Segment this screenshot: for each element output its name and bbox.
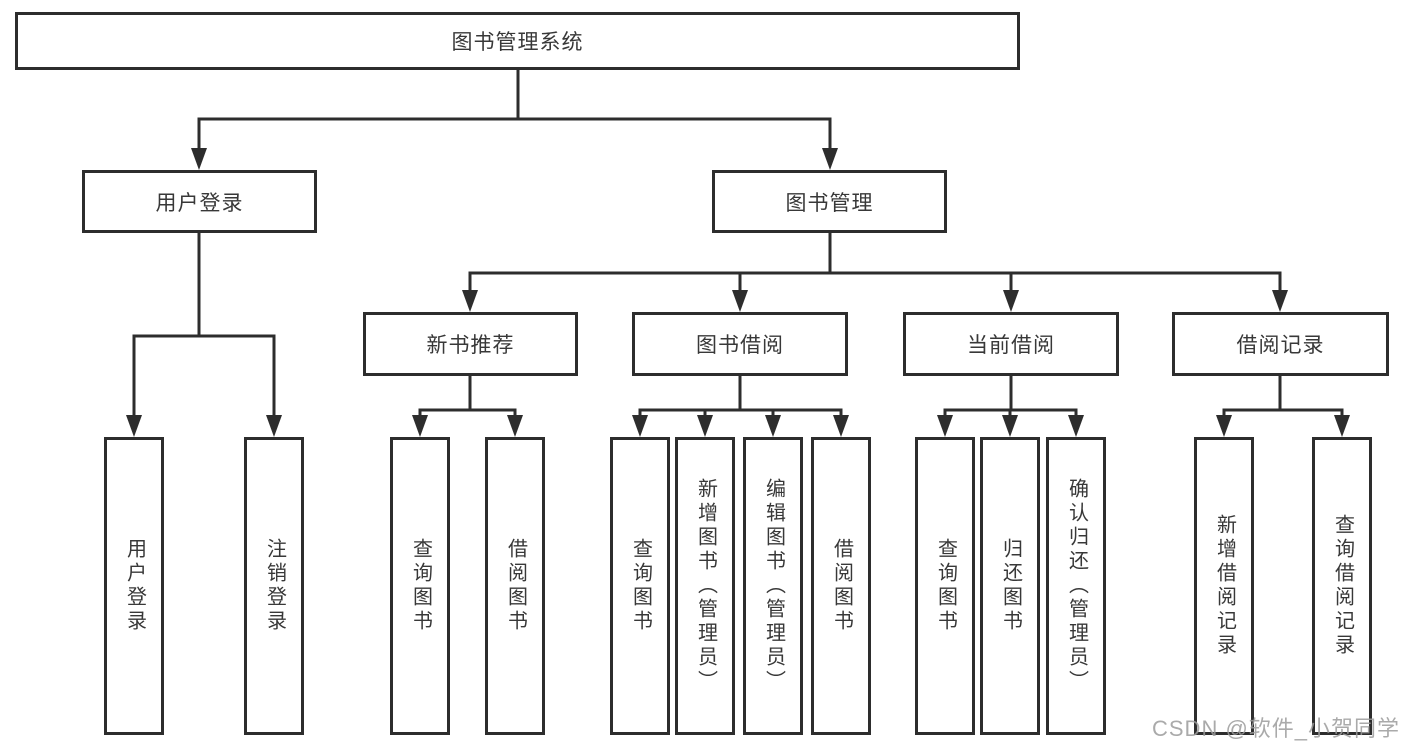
node-leaf-add-books-admin: 新增图书（管理员） xyxy=(675,437,735,735)
node-label: 图书管理系统 xyxy=(451,31,584,54)
node-leaf-edit-books-admin: 编辑图书（管理员） xyxy=(743,437,803,735)
node-label: 查询图书 xyxy=(629,538,652,634)
node-leaf-return-books: 归还图书 xyxy=(980,437,1040,735)
node-root-system: 图书管理系统 xyxy=(15,12,1020,70)
node-book-borrow: 图书借阅 xyxy=(632,312,848,376)
node-leaf-query-books-borrow: 查询图书 xyxy=(610,437,670,735)
node-label: 新书推荐 xyxy=(426,334,515,357)
branch-borrow-records xyxy=(1216,374,1350,437)
node-leaf-confirm-return-admin: 确认归还（管理员） xyxy=(1046,437,1106,735)
node-label: 查询图书 xyxy=(409,538,432,634)
node-label: 归还图书 xyxy=(999,538,1022,634)
node-leaf-logout: 注销登录 xyxy=(244,437,304,735)
node-label: 查询图书 xyxy=(934,538,957,634)
node-label: 图书借阅 xyxy=(696,334,784,357)
branch-current-borrow xyxy=(937,374,1084,437)
node-label: 新增图书（管理员） xyxy=(694,478,717,694)
node-user-login: 用户登录 xyxy=(82,170,317,233)
branch-user-login xyxy=(126,231,282,437)
node-leaf-add-borrow-record: 新增借阅记录 xyxy=(1194,437,1254,735)
node-label: 借阅记录 xyxy=(1236,334,1325,357)
branch-book-borrow xyxy=(632,374,849,437)
node-leaf-query-borrow-record: 查询借阅记录 xyxy=(1312,437,1372,735)
node-leaf-borrow-books-recommend: 借阅图书 xyxy=(485,437,545,735)
node-current-borrow: 当前借阅 xyxy=(903,312,1119,376)
node-label: 用户登录 xyxy=(155,191,244,215)
branch-book-management xyxy=(462,231,1288,312)
node-leaf-user-login: 用户登录 xyxy=(104,437,164,735)
node-label: 确认归还（管理员） xyxy=(1065,478,1088,694)
branch-root xyxy=(191,68,838,170)
branch-new-book-recommend xyxy=(412,374,523,437)
node-label: 图书管理 xyxy=(785,191,874,215)
csdn-watermark: CSDN @软件_小贺同学 xyxy=(1152,716,1401,741)
node-label: 新增借阅记录 xyxy=(1213,514,1236,658)
node-label: 编辑图书（管理员） xyxy=(762,478,785,694)
node-new-book-recommend: 新书推荐 xyxy=(363,312,578,376)
node-borrow-records: 借阅记录 xyxy=(1172,312,1389,376)
node-label: 当前借阅 xyxy=(967,334,1055,357)
node-label: 注销登录 xyxy=(263,538,286,634)
node-label: 借阅图书 xyxy=(504,538,527,634)
node-leaf-query-books-recommend: 查询图书 xyxy=(390,437,450,735)
node-leaf-query-books-current: 查询图书 xyxy=(915,437,975,735)
node-label: 查询借阅记录 xyxy=(1331,514,1354,658)
node-label: 用户登录 xyxy=(123,538,146,634)
node-book-management: 图书管理 xyxy=(712,170,947,233)
node-label: 借阅图书 xyxy=(830,538,853,634)
node-leaf-borrow-books: 借阅图书 xyxy=(811,437,871,735)
